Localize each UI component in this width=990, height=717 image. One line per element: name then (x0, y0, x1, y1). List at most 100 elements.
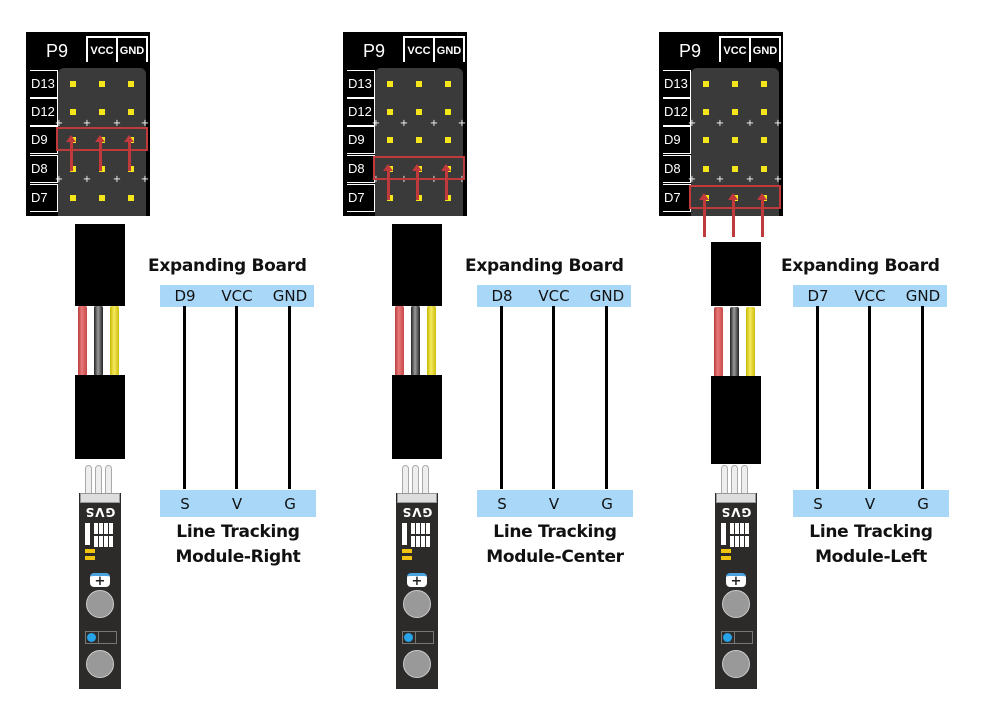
potentiometer-icon[interactable]: + (90, 573, 110, 588)
port-label: P9 (45, 41, 69, 61)
ir-sensor (402, 631, 434, 644)
silkscreen-cross-icon: + (54, 118, 64, 129)
sensor-pin-label-s: S (180, 495, 190, 513)
row-label-d13: D13 (347, 70, 375, 98)
highlighted-row-d8 (373, 156, 465, 180)
row-label-d13: D13 (30, 70, 58, 98)
row-label-d9: D9 (663, 126, 691, 154)
silkscreen-cross-icon: + (54, 174, 64, 185)
connection-wire (868, 306, 871, 489)
caption-line-2: Module-Right (175, 547, 301, 567)
board-pin-label-gnd: GND (272, 287, 308, 305)
silkscreen-cross-icon: + (112, 118, 122, 129)
sensor-component (426, 523, 430, 534)
connection-wire (605, 306, 608, 489)
connection-wire (816, 306, 819, 489)
connection-arrow-icon (66, 135, 76, 171)
sensor-pin-label-g: G (917, 495, 929, 513)
sensor-pin-label-v: V (231, 495, 243, 513)
sensor-component (740, 536, 744, 547)
header-pin (703, 109, 709, 115)
connection-arrow-icon (699, 193, 709, 237)
header-pin (387, 137, 393, 143)
header-pin (761, 81, 767, 87)
silkscreen-cross-icon: + (82, 118, 92, 129)
expanding-board-title: Expanding Board (465, 256, 624, 276)
silkscreen-cross-icon: + (82, 174, 92, 185)
sensor-component (99, 523, 103, 534)
highlighted-row-d7 (689, 185, 781, 209)
sensor-component (745, 523, 749, 534)
header-pin (761, 137, 767, 143)
header-pin (99, 109, 105, 115)
sensor-header-pin (741, 465, 748, 493)
sensor-chip (721, 523, 726, 545)
silkscreen-cross-icon: + (112, 174, 122, 185)
row-label-d8: D8 (663, 155, 691, 183)
connection-arrow-icon (124, 135, 134, 171)
wire-black (730, 307, 739, 377)
row-label-d12: D12 (30, 98, 58, 126)
header-pin (128, 166, 134, 172)
wire-yellow (110, 306, 119, 376)
header-pin (445, 137, 451, 143)
header-pin (70, 166, 76, 172)
sensor-component (421, 523, 425, 534)
header-pin (128, 81, 134, 87)
connection-arrow-icon (757, 193, 767, 237)
sensor-component (94, 523, 98, 534)
connection-arrow-icon (441, 164, 451, 200)
sensor-pin-label-g: G (601, 495, 613, 513)
wire-black (411, 306, 420, 376)
pot-symbol: + (411, 574, 423, 589)
silkscreen-cross-icon: + (687, 174, 697, 185)
row-label-d12: D12 (347, 98, 375, 126)
header-pin (732, 81, 738, 87)
header-pin (761, 166, 767, 172)
connection-arrow-icon (95, 135, 105, 171)
connection-wire (235, 306, 238, 489)
silkscreen-cross-icon: + (399, 118, 409, 129)
board-pin-label-vcc: VCC (221, 287, 253, 305)
connection-wire (552, 306, 555, 489)
indicator-led (402, 549, 412, 553)
vcc-header-label: VCC (86, 36, 118, 62)
header-pin (99, 195, 105, 201)
row-label-d9: D9 (30, 126, 58, 154)
connection-arrow-icon (728, 193, 738, 237)
silkscreen-cross-icon: + (773, 174, 783, 185)
sensor-header-pin (422, 465, 429, 493)
caption-line-1: Line Tracking (809, 522, 933, 542)
sensor-component (411, 523, 415, 534)
silkscreen-cross-icon: + (457, 118, 467, 129)
row-label-d9: D9 (347, 126, 375, 154)
wire-red (395, 306, 404, 376)
silkscreen-cross-icon: + (687, 118, 697, 129)
sensor-header-pin (721, 465, 728, 493)
expanding-board-title: Expanding Board (148, 256, 307, 276)
header-pin (416, 109, 422, 115)
row-label-d7: D7 (663, 184, 691, 212)
header-pin (445, 109, 451, 115)
sensor-header-base (80, 493, 120, 503)
potentiometer-icon[interactable]: + (726, 573, 746, 589)
mounting-hole (722, 590, 750, 618)
header-pin (70, 81, 76, 87)
ir-sensor (85, 631, 117, 644)
sensor-header-base (716, 493, 756, 503)
potentiometer-icon[interactable]: + (407, 573, 427, 589)
silkscreen-cross-icon: + (715, 118, 725, 129)
pot-symbol: + (730, 574, 742, 589)
vcc-header-label: VCC (719, 36, 751, 62)
silkscreen-cross-icon: + (371, 118, 381, 129)
sensor-header-pin (402, 465, 409, 493)
silkscreen-cross-icon: + (745, 174, 755, 185)
